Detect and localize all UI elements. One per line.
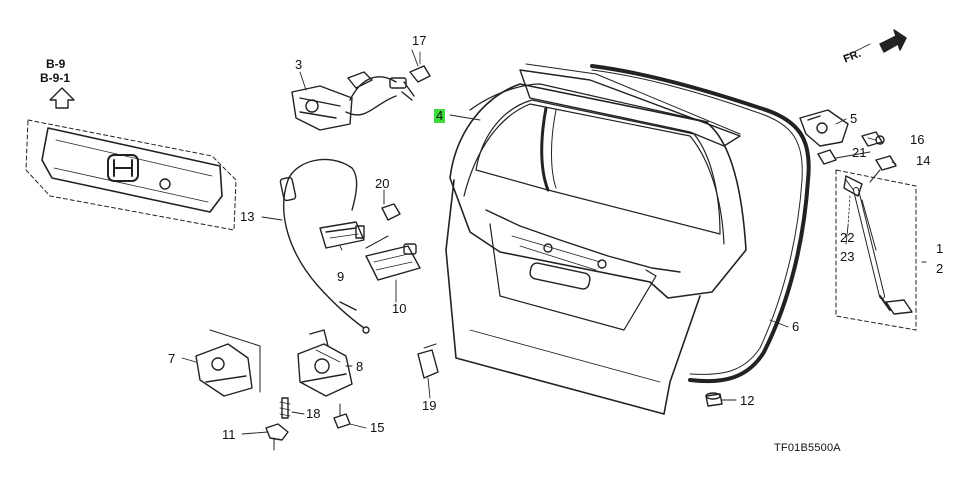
part-callout-8[interactable]: 8 (356, 359, 364, 374)
screw-18 (279, 397, 291, 419)
part-callout-23[interactable]: 23 (840, 249, 855, 264)
part-callout-10[interactable]: 10 (392, 301, 407, 316)
part-callout-22[interactable]: 22 (840, 230, 855, 245)
part-callout-1[interactable]: 1 (936, 241, 944, 256)
part-callout-3[interactable]: 3 (295, 57, 303, 72)
reference-up-arrow (49, 87, 75, 109)
part-callout-20[interactable]: 20 (375, 176, 390, 191)
leader-lines (181, 49, 927, 435)
reference-label-b9[interactable]: B-9 (46, 57, 66, 71)
opener-switch (319, 221, 365, 249)
cap-21 (817, 149, 837, 165)
tailgate-actuator-assembly (291, 71, 407, 131)
part-callout-6[interactable]: 6 (792, 319, 800, 334)
handle-switch (365, 235, 421, 281)
bracket-11 (265, 423, 289, 451)
part-callout-13[interactable]: 13 (240, 209, 255, 224)
part-callout-12[interactable]: 12 (740, 393, 755, 408)
lock-actuator (297, 329, 353, 397)
part-callout-19[interactable]: 19 (422, 398, 437, 413)
part-callout-4[interactable]: 4 (434, 108, 446, 123)
release-cable (279, 158, 370, 334)
part-callout-15[interactable]: 15 (370, 420, 385, 435)
bolt-17 (401, 51, 431, 101)
nut-20 (381, 195, 401, 221)
part-callout-14[interactable]: 14 (916, 153, 931, 168)
bumper-19 (417, 343, 439, 379)
part-callout-5[interactable]: 5 (850, 111, 858, 126)
hinge (799, 109, 849, 147)
part-callout-2[interactable]: 2 (936, 261, 944, 276)
front-direction-arrow (845, 29, 907, 57)
bolt-14 (869, 155, 897, 183)
part-callout-18[interactable]: 18 (306, 406, 321, 421)
diagram-code: TF01B5500A (774, 442, 841, 454)
part-callout-11[interactable]: 11 (222, 427, 236, 442)
tailgate-garnish (25, 119, 237, 231)
part-callout-9[interactable]: 9 (337, 269, 345, 284)
tailgate-panel (445, 63, 747, 415)
part-callout-7[interactable]: 7 (168, 351, 176, 366)
bolt-15 (333, 403, 351, 429)
part-callout-17[interactable]: 17 (412, 33, 427, 48)
part-callout-16[interactable]: 16 (910, 132, 925, 147)
part-callout-21[interactable]: 21 (852, 145, 867, 160)
cushion-12 (705, 392, 723, 407)
gas-struts (835, 169, 917, 331)
reference-label-b9-1[interactable]: B-9-1 (40, 71, 71, 85)
weatherstrip-seal (590, 64, 811, 384)
tailgate-latch (195, 329, 261, 397)
